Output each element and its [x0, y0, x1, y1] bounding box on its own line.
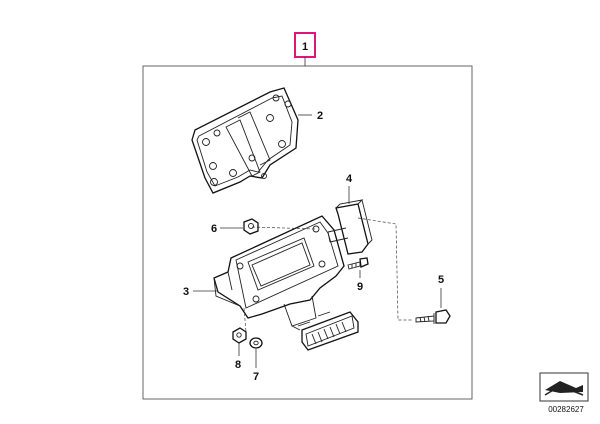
nut-6 — [243, 218, 259, 235]
callout-4-label: 4 — [346, 173, 353, 185]
assembly-frame — [142, 65, 473, 400]
callout-4[interactable]: 4 — [346, 173, 353, 204]
callout-6[interactable]: 6 — [211, 223, 243, 235]
callout-7-label: 7 — [253, 371, 259, 383]
nut-8 — [232, 327, 247, 344]
callout-1[interactable]: 1 — [294, 32, 316, 66]
callout-2-label: 2 — [317, 110, 323, 122]
assembly-line-washer — [243, 307, 247, 333]
callout-8[interactable]: 8 — [235, 343, 241, 371]
callout-5[interactable]: 5 — [438, 274, 444, 308]
lamp-holder — [327, 199, 373, 255]
diagram-part-number: 00282627 — [548, 405, 584, 414]
lamp-lens — [297, 311, 359, 351]
assembly-line-lamp — [357, 217, 412, 321]
callout-2[interactable]: 2 — [298, 110, 323, 122]
view-direction-icon[interactable] — [539, 372, 589, 402]
upper-bracket-plate — [191, 87, 299, 194]
callout-3[interactable]: 3 — [183, 286, 218, 298]
callout-9[interactable]: 9 — [357, 270, 363, 293]
washer — [249, 337, 263, 349]
callout-8-label: 8 — [235, 359, 241, 371]
assembly-line-nut — [251, 226, 317, 230]
callout-9-label: 9 — [357, 281, 363, 293]
screw — [415, 309, 451, 324]
callout-5-label: 5 — [438, 274, 444, 286]
callout-3-label: 3 — [183, 286, 189, 298]
callout-7[interactable]: 7 — [253, 349, 259, 383]
callout-1-label: 1 — [302, 41, 308, 53]
small-screw — [347, 257, 369, 270]
license-plate-bracket — [213, 215, 345, 331]
callout-6-label: 6 — [211, 223, 217, 235]
